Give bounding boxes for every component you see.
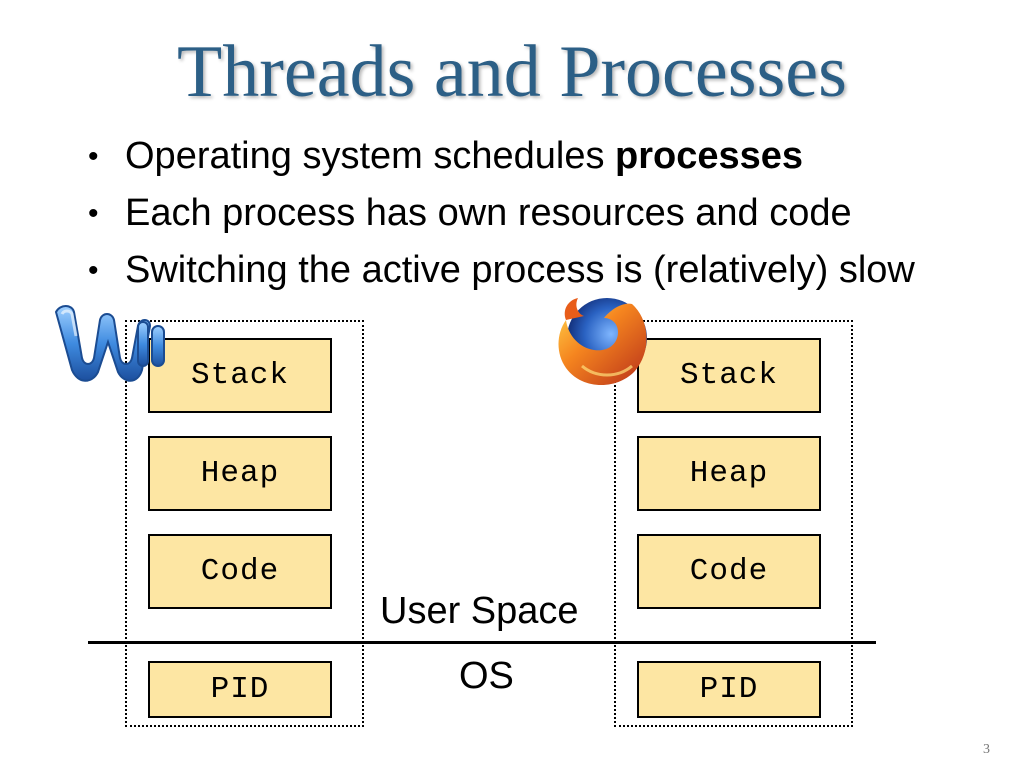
bullet-text: Switching the active process is (relativ… bbox=[125, 249, 915, 291]
heap-segment-right: Heap bbox=[637, 436, 821, 511]
process-box-left bbox=[125, 320, 364, 727]
process-box-right bbox=[614, 320, 853, 727]
bullet-list: • Operating system schedules processes •… bbox=[88, 128, 915, 299]
bullet-text: Each process has own resources and code bbox=[125, 192, 852, 234]
stack-segment-left: Stack bbox=[148, 338, 332, 413]
pid-segment-right: PID bbox=[637, 661, 821, 718]
code-segment-right: Code bbox=[637, 534, 821, 609]
bullet-dot: • bbox=[88, 197, 99, 230]
firefox-icon bbox=[552, 286, 658, 397]
bullet-dot: • bbox=[88, 254, 99, 287]
bullet-dot: • bbox=[88, 140, 99, 173]
user-space-label: User Space bbox=[380, 590, 579, 632]
code-segment-left: Code bbox=[148, 534, 332, 609]
bullet-item: • Operating system schedules processes bbox=[88, 128, 915, 185]
stack-segment-right: Stack bbox=[637, 338, 821, 413]
bullet-item: • Switching the active process is (relat… bbox=[88, 242, 915, 299]
slide-title: Threads and Processes bbox=[177, 31, 847, 113]
pid-segment-left: PID bbox=[148, 661, 332, 718]
user-os-divider bbox=[88, 641, 876, 644]
bullet-emphasis: processes bbox=[615, 135, 804, 177]
os-label: OS bbox=[459, 655, 514, 697]
word-icon bbox=[50, 300, 168, 391]
slide-number: 3 bbox=[983, 742, 990, 757]
heap-segment-left: Heap bbox=[148, 436, 332, 511]
bullet-text: Operating system schedules bbox=[125, 135, 616, 177]
bullet-item: • Each process has own resources and cod… bbox=[88, 185, 915, 242]
